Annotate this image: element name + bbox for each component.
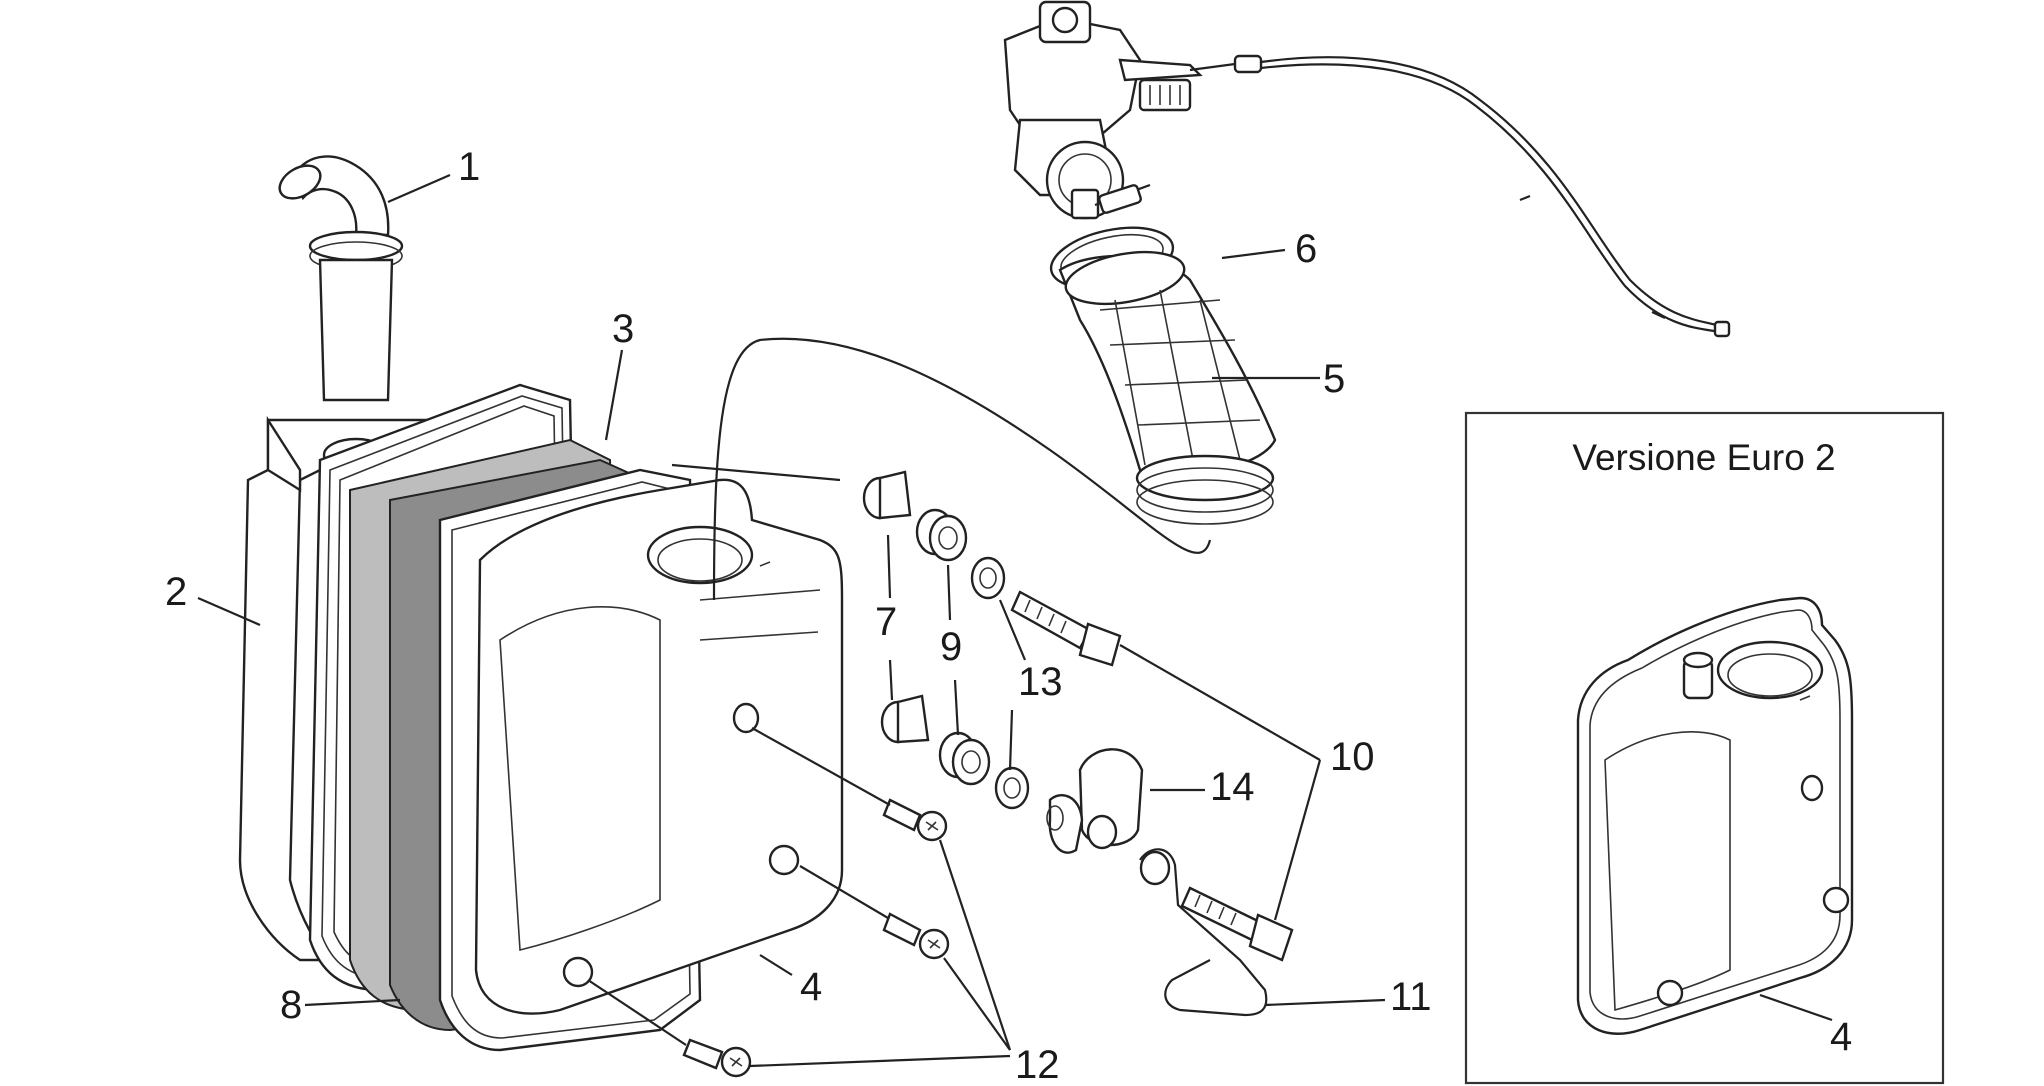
connecting-hose [712,337,1212,601]
callout-4: 4 [800,965,822,1009]
inset-euro2: Versione Euro 2 4 [1464,411,1945,1085]
throttle-cable [1189,54,1731,338]
grommet-upper [915,508,968,562]
bracket-clamp [1046,748,1144,854]
callout-7: 7 [875,600,897,644]
air-filter-box [238,383,844,1052]
callout-6: 6 [1295,227,1317,271]
callout-10: 10 [1330,735,1375,779]
callout-13: 13 [1018,660,1063,704]
callout-5: 5 [1323,357,1345,401]
bushing-lower [880,694,930,744]
washer-lower [994,766,1030,810]
breather-pipe [278,155,404,402]
callout-1: 1 [458,145,480,189]
callout-14: 14 [1210,765,1255,809]
callout-11: 11 [1390,975,1432,1019]
washer-upper [970,556,1006,600]
bolt-upper [1010,590,1122,667]
callout-9: 9 [940,625,962,669]
carburetor [1003,0,1203,220]
screw-middle [882,912,950,960]
screw-lower [682,1038,752,1078]
inset-title: Versione Euro 2 [1572,437,1835,478]
inset-callout-4: 4 [1830,1015,1852,1059]
callout-8: 8 [280,983,302,1027]
callout-12: 12 [1015,1043,1060,1086]
bolt-lower [1180,886,1294,962]
callout-2: 2 [165,570,187,614]
bushing-upper [862,470,912,520]
wire-bracket [1139,848,1268,1017]
grommet-lower [938,731,991,786]
callout-3: 3 [612,307,634,351]
intake-manifold [1058,250,1277,525]
screw-upper [882,798,948,842]
leader-lines [197,173,1386,1068]
